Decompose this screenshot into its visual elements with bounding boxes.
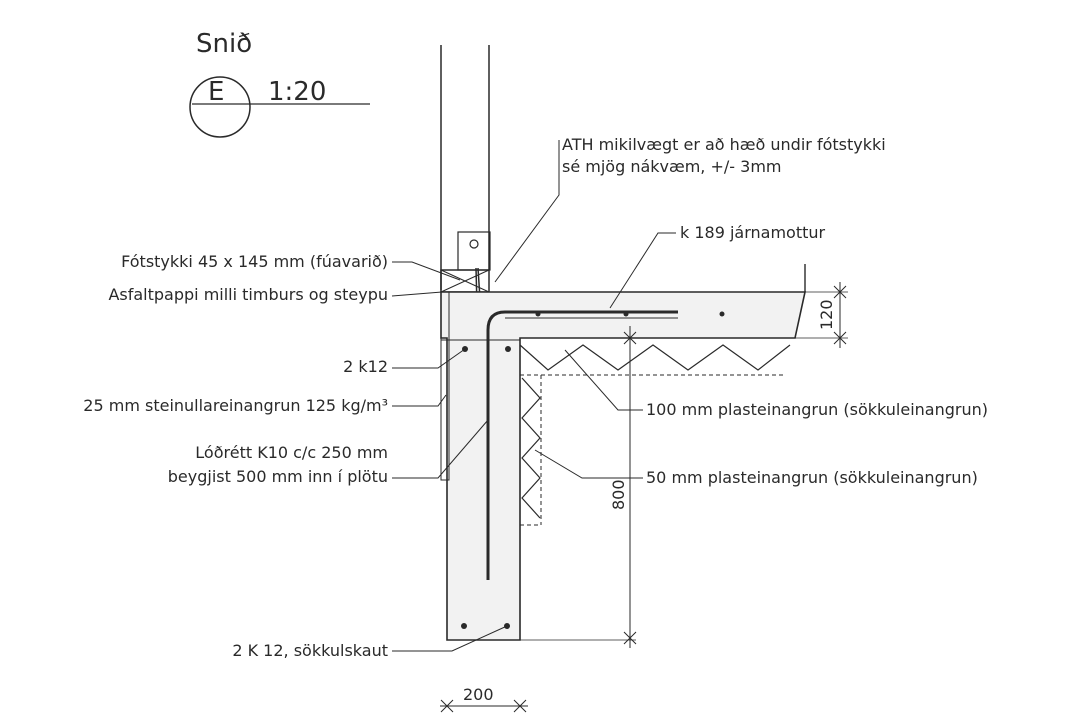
label-mesh-leader bbox=[609, 232, 676, 309]
dim-foundation-text: 800 bbox=[609, 479, 628, 510]
mineral-wool-strip bbox=[440, 291, 450, 481]
title-text: Snið bbox=[196, 29, 252, 59]
dim-width: 200 bbox=[440, 685, 528, 713]
concrete-fill bbox=[441, 292, 805, 640]
mesh-dot-2 bbox=[623, 311, 629, 317]
leader-top-bars bbox=[392, 348, 466, 369]
mesh-dot-3 bbox=[719, 311, 725, 317]
leader-insulation-100 bbox=[564, 349, 643, 411]
leader-vertical-bars bbox=[392, 419, 489, 479]
insulation-50 bbox=[520, 375, 542, 526]
label-mineral-wool: 25 mm steinullareinangrun 125 kg/m³ bbox=[83, 396, 388, 415]
insulation-100-zigzag bbox=[519, 344, 791, 371]
dim-foundation: 800 bbox=[520, 326, 637, 648]
note: ATH mikilvægt er að hæð undir fótstykki … bbox=[494, 135, 886, 283]
dim-width-ticks bbox=[440, 699, 527, 713]
note-line-2: sé mjög nákvæm, +/- 3mm bbox=[562, 157, 781, 176]
dim-width-text: 200 bbox=[463, 685, 494, 704]
right-labels: 100 mm plasteinangrun (sökkuleinangrun) … bbox=[534, 349, 988, 487]
dim-slab: 120 bbox=[795, 282, 848, 348]
title-block: Snið E 1:20 bbox=[189, 29, 370, 138]
leader-footing-bars bbox=[392, 625, 508, 652]
concrete-body bbox=[440, 264, 806, 641]
label-top-bars: 2 k12 bbox=[343, 357, 388, 376]
dim-slab-ticks bbox=[833, 285, 847, 345]
dim-foundation-ticks bbox=[623, 331, 637, 645]
footing-bar-1 bbox=[461, 623, 467, 629]
leader-asphalt-paper bbox=[391, 291, 443, 297]
note-leader bbox=[494, 140, 560, 283]
label-vertical-bars-1: Lóðrétt K10 c/c 250 mm bbox=[195, 443, 388, 462]
section-scale: 1:20 bbox=[268, 77, 326, 107]
dim-slab-text: 120 bbox=[817, 299, 836, 330]
left-labels: Fótstykki 45 x 145 mm (fúavarið) Asfaltp… bbox=[83, 252, 508, 660]
bent-vertical-bar bbox=[486, 310, 678, 580]
label-asphalt-paper: Asfaltpappi milli timburs og steypu bbox=[108, 285, 388, 304]
label-mesh: k 189 járnamottur bbox=[609, 223, 826, 309]
leader-sill-plate bbox=[392, 261, 461, 281]
top-bar-2 bbox=[505, 346, 511, 352]
insulation-50-zigzag bbox=[521, 377, 541, 519]
label-mesh-text: k 189 járnamottur bbox=[680, 223, 826, 242]
label-footing-bars: 2 K 12, sökkulskaut bbox=[232, 641, 388, 660]
leader-mineral-wool bbox=[392, 394, 447, 407]
anchor-bracket bbox=[457, 231, 491, 271]
section-marker-circle bbox=[189, 76, 251, 138]
insulation-100 bbox=[519, 337, 791, 376]
label-vertical-bars-2: beygjist 500 mm inn í plötu bbox=[168, 467, 388, 486]
label-insulation-50: 50 mm plasteinangrun (sökkuleinangrun) bbox=[646, 468, 978, 487]
leader-insulation-50 bbox=[534, 449, 643, 479]
label-insulation-100: 100 mm plasteinangrun (sökkuleinangrun) bbox=[646, 400, 988, 419]
section-letter: E bbox=[208, 77, 224, 107]
note-line-1: ATH mikilvægt er að hæð undir fótstykki bbox=[562, 135, 886, 154]
mesh-dot-1 bbox=[535, 311, 541, 317]
anchor-bolt-hole bbox=[469, 239, 479, 249]
label-sill-plate: Fótstykki 45 x 145 mm (fúavarið) bbox=[121, 252, 388, 271]
sill-plate-cross-b bbox=[440, 269, 490, 293]
